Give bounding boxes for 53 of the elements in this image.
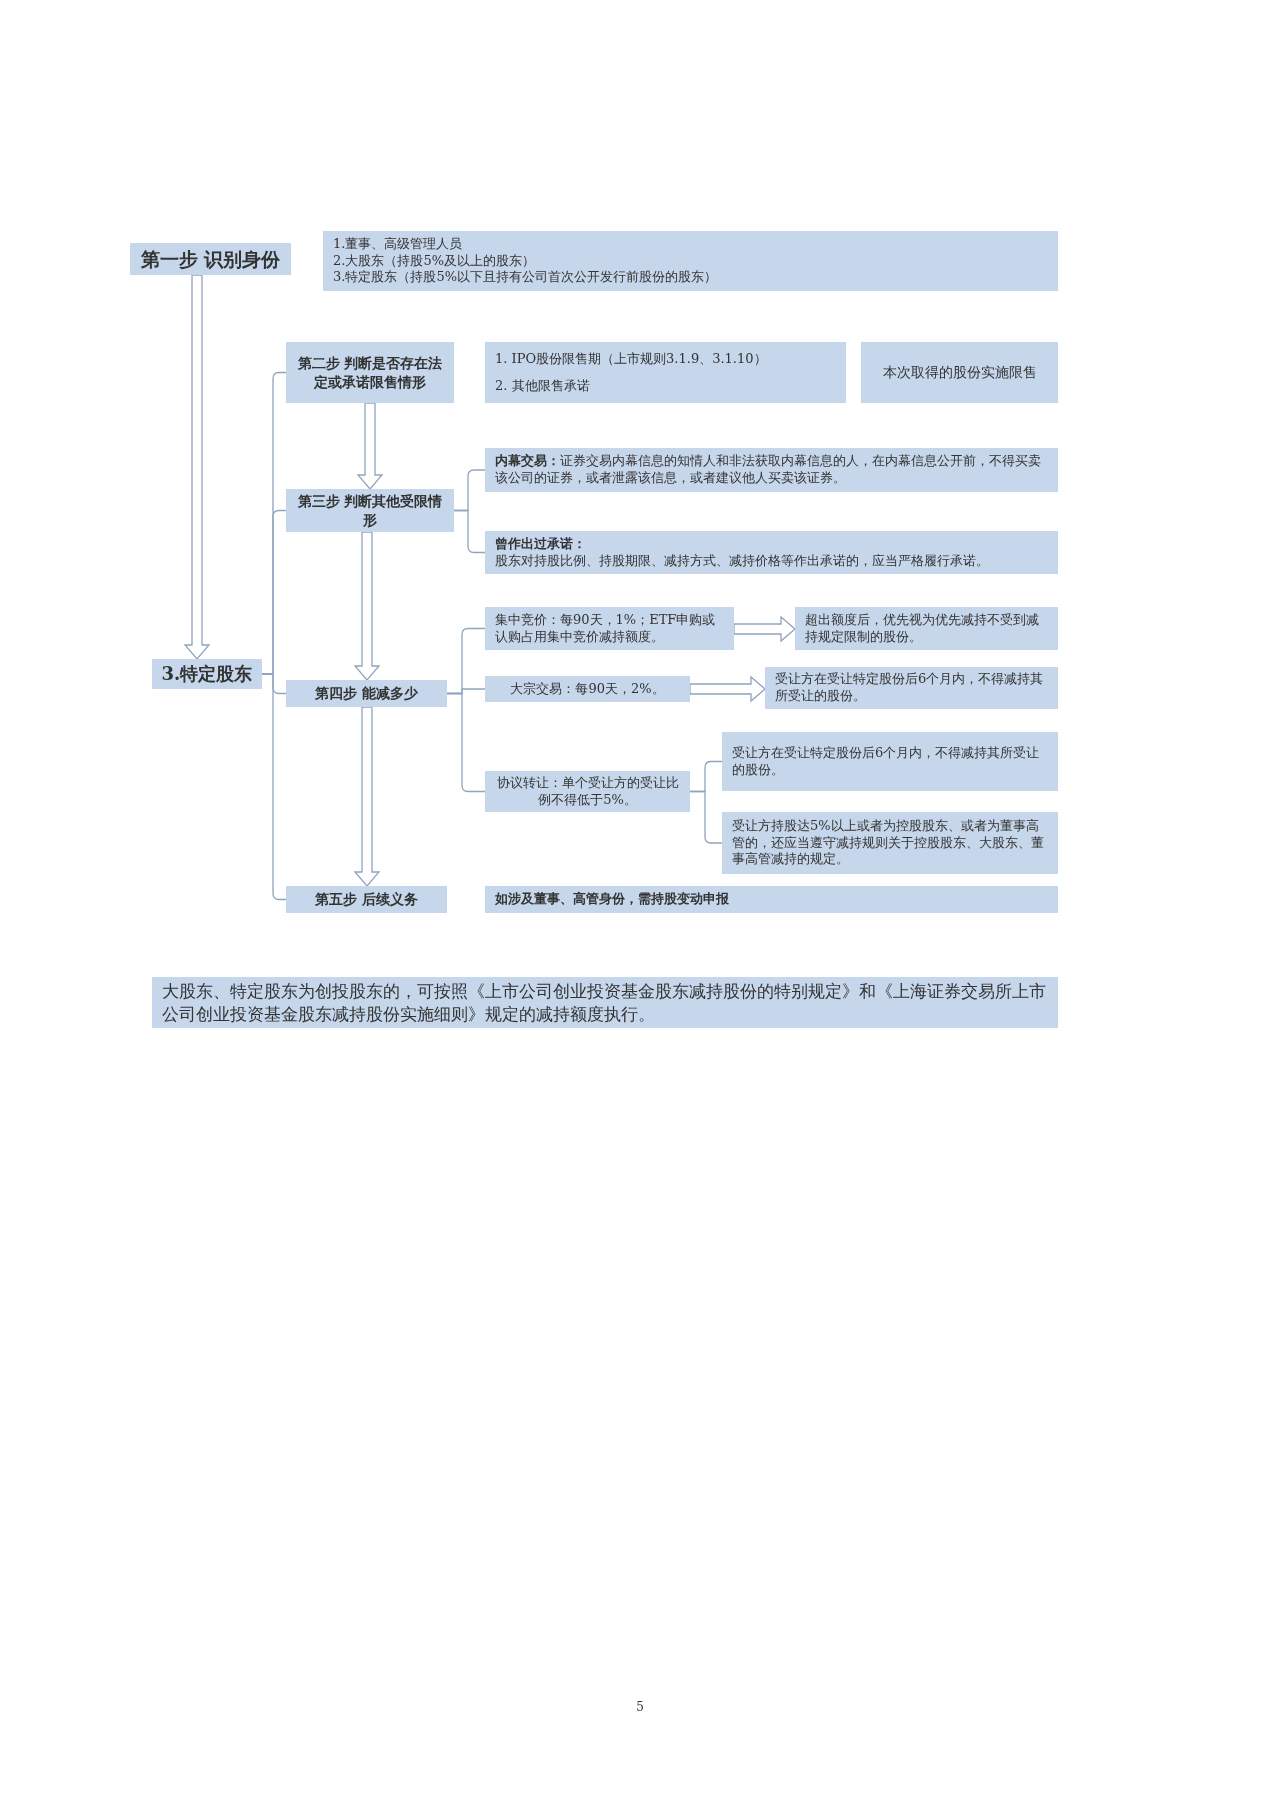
hollow-arrow (733, 615, 796, 643)
step-box (286, 680, 447, 707)
step-box (286, 342, 454, 403)
info-box (485, 342, 846, 403)
step-label: 第二步 判断是否存在法定或承诺限售情形 (296, 354, 444, 391)
result-box (861, 342, 1058, 403)
note-text: 大股东、特定股东为创投股东的，可按照《上市公司创业投资基金股东减持股份的特别规定》和《上海证券交易所上市公司创业投资基金股东减持股份实施细则》规定的减持额度执行。 (162, 980, 1047, 1025)
heading-label: 3.特定股东 (160, 662, 254, 686)
box-text: 股东对持股比例、持股期限、减持方式、减持价格等作出承诺的，应当严格履行承诺。 (495, 552, 990, 570)
hollow-arrow (356, 402, 384, 490)
box-text: 受让方在受让特定股份后6个月内，不得减持其所受让的股份。 (775, 671, 1045, 705)
step-box (130, 243, 291, 275)
result-box (765, 667, 1058, 709)
bracket-line (689, 790, 723, 844)
hollow-arrow (689, 675, 766, 703)
info-box (485, 448, 1058, 492)
info-box (485, 771, 690, 812)
result-box (722, 732, 1058, 791)
step-box (286, 489, 454, 532)
info-box (485, 607, 734, 650)
info-box (485, 676, 690, 702)
box-text: 如涉及董事、高管身份，需持股变动申报 (495, 891, 730, 908)
hollow-arrow (353, 706, 381, 887)
step-box (286, 886, 447, 913)
info-box (485, 886, 1058, 913)
step-label: 第一步 识别身份 (139, 246, 282, 272)
hollow-arrow (183, 274, 211, 660)
info-box (323, 231, 1058, 291)
box-text: 集中竞价：每90天，1%；ETF申购或认购占用集中竞价减持额度。 (495, 611, 717, 646)
bracket-line (446, 692, 486, 793)
box-text: 1. IPO股份限售期（上市规则3.1.9、3.1.10） (495, 350, 768, 368)
box-text: 大宗交易：每90天，2%。 (509, 680, 666, 698)
page-number: 5 (635, 1700, 645, 1714)
box-text: 本次取得的股份实施限售 (881, 363, 1038, 382)
step-label: 第三步 判断其他受限情形 (296, 492, 444, 529)
box-text: 受让方持股达5%以上或者为控股股东、或者为董事高管的，还应当遵守减持规则关于控股股东、大股东、董事高管减持的规定。 (732, 817, 1045, 869)
step-label: 第五步 后续义务 (314, 890, 419, 909)
hollow-arrow (353, 531, 381, 681)
heading-box (152, 659, 262, 689)
box-text: 3.特定股东（持股5%以下且持有公司首次公开发行前股份的股东） (333, 269, 719, 287)
box-text: 协议转让：单个受让方的受让比例不得低于5%。 (495, 774, 680, 809)
box-text: 2.大股东（持股5%及以上的股东） (333, 252, 537, 270)
step-label: 第四步 能减多少 (314, 684, 419, 703)
box-text: 超出额度后，优先视为优先减持不受到减持规定限制的股份。 (805, 611, 1040, 646)
info-box (485, 531, 1058, 574)
bracket-line (453, 509, 486, 554)
box-text: 受让方在受让特定股份后6个月内，不得减持其所受让的股份。 (732, 744, 1041, 779)
result-box (795, 607, 1058, 650)
box-heading: 曾作出过承诺： (495, 535, 587, 553)
box-text: 内幕交易：证券交易内幕信息的知情人和非法获取内幕信息的人，在内幕信息公开前，不得买卖该公司的证券，或者泄露该信息，或者建议他人买卖该证券。 (495, 453, 1042, 487)
result-box (722, 812, 1058, 874)
box-text: 2. 其他限售承诺 (495, 377, 591, 395)
box-text: 1.董事、高级管理人员 (333, 235, 464, 253)
